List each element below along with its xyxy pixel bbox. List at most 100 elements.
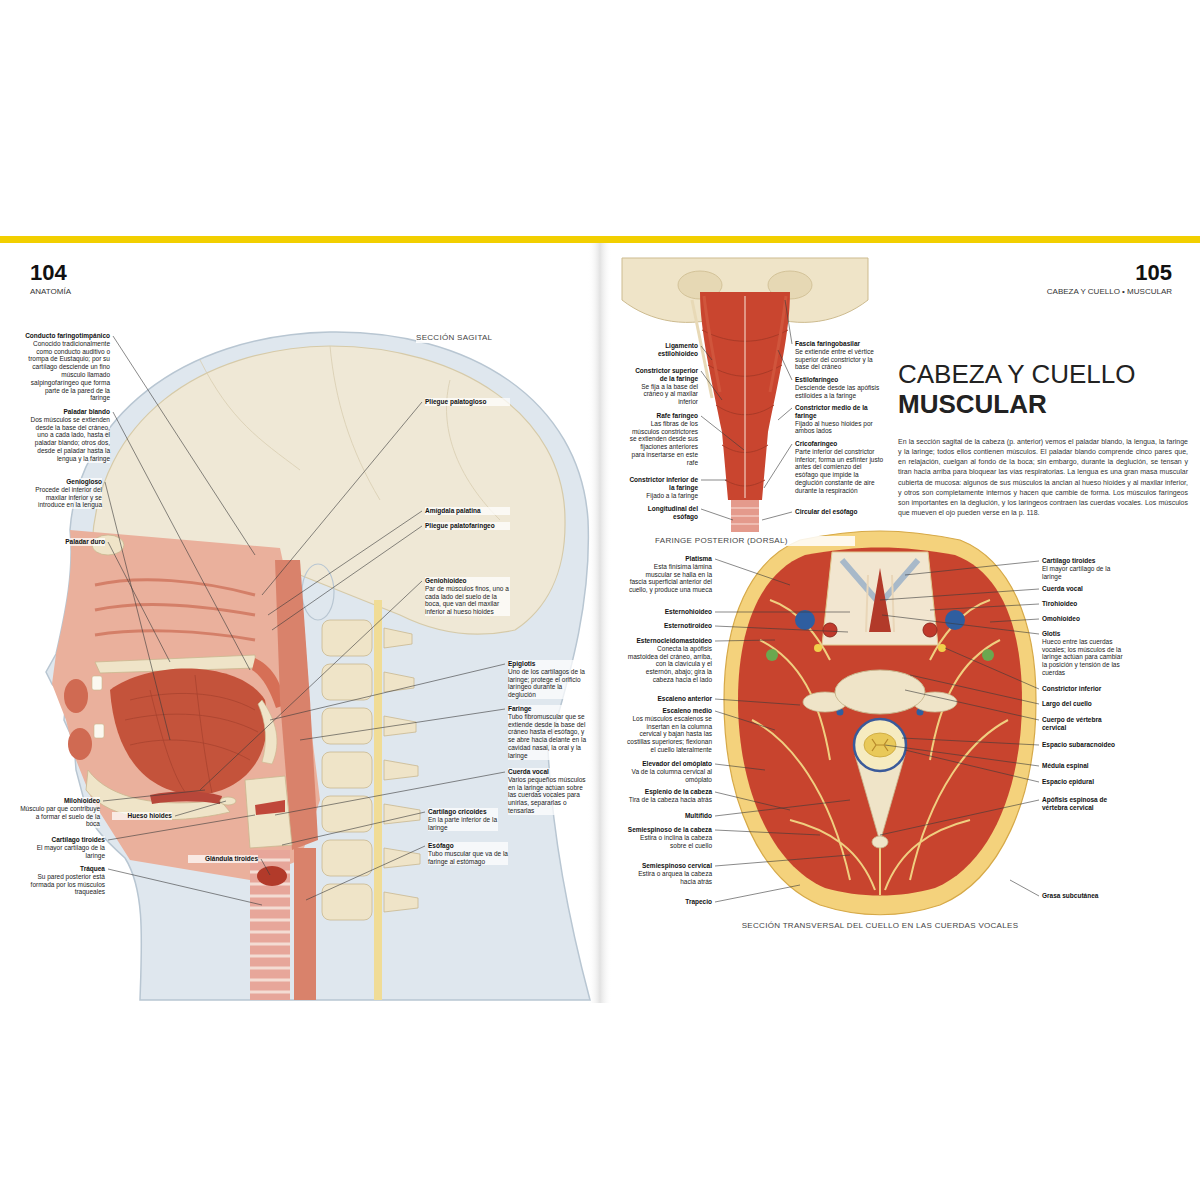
head-illustration-part: [110, 669, 267, 795]
leader-line: [715, 640, 775, 641]
neck-section-illustration-part: [866, 575, 894, 632]
callout: Cartílago cricoidesEn la parte inferior …: [428, 808, 498, 831]
callout-heading: Estilofaríngeo: [795, 376, 885, 384]
leader-line: [715, 800, 850, 816]
head-illustration-part: [322, 620, 372, 656]
callout-text: Par de músculos finos, uno a cada lado d…: [425, 585, 510, 616]
callout: Espacio subaracnoideo: [1042, 741, 1127, 749]
leader-line: [306, 846, 425, 900]
callout: Trapecio: [627, 898, 712, 906]
callout-heading: Esternohioideo: [627, 608, 712, 616]
callout-text: Dos músculos se extienden desde la base …: [25, 416, 110, 463]
callout: Constrictor superior de la faringeSe fij…: [628, 367, 698, 406]
callout: Conducto faringotimpánicoConocido tradic…: [25, 332, 110, 402]
callout-text: Varios pequeños músculos en la laringe a…: [508, 776, 588, 815]
callout: Apófisis espinosa de vértebra cervical: [1042, 796, 1127, 812]
head-illustration-part: [125, 675, 258, 793]
callout: Paladar duro: [25, 538, 105, 546]
head-illustration-part: [374, 600, 382, 1000]
callout-heading: Rafe faríngeo: [628, 412, 698, 420]
callout: Longitudinal del esófago: [628, 505, 698, 521]
leader-line: [1010, 880, 1039, 896]
callout-text: Su pared posterior está formada por los …: [25, 873, 105, 896]
callout-text: Esta finísima lámina muscular se halla e…: [627, 563, 712, 594]
page-frame: [0, 236, 1200, 1003]
callout: Constrictor medio de la faringeFijado al…: [795, 404, 885, 435]
callout-text: Tubo muscular que va de la faringe al es…: [428, 850, 508, 866]
callout-text: Conecta la apófisis mastoidea del cráneo…: [627, 645, 712, 684]
callout-heading: Semiespinoso de la cabeza: [627, 826, 712, 834]
callout-heading: Glándula tiroides: [188, 855, 258, 863]
callout-heading: Cartílago tiroides: [1042, 557, 1127, 565]
neck-section-illustration-part: [982, 649, 994, 661]
callout-heading: Amígdala palatina: [425, 507, 510, 515]
callout-heading: Cricofaríngeo: [795, 440, 885, 448]
leader-line: [108, 542, 170, 662]
leader-line: [113, 336, 255, 555]
callout-text: Se extiende entre el vértice superior de…: [795, 348, 885, 371]
pharynx-illustration-part: [731, 508, 759, 524]
leader-line: [300, 709, 505, 740]
leader-line: [930, 604, 1039, 610]
leader-line: [902, 738, 1039, 745]
leader-line: [715, 711, 775, 730]
leader-line: [762, 512, 792, 520]
neck-section-illustration-part: [923, 623, 937, 637]
callout-text: Se fija a la base del cráneo y al maxila…: [628, 383, 698, 406]
leader-line: [990, 619, 1039, 622]
callout-heading: Semiespinoso cervical: [627, 862, 712, 870]
view-caption: SECCIÓN TRANSVERSAL DEL CUELLO EN LAS CU…: [700, 921, 1060, 931]
neck-section-illustration-part: [795, 610, 815, 630]
callout-heading: Grasa subcutánea: [1042, 892, 1127, 900]
callout: CricofaríngeoParte inferior del constric…: [795, 440, 885, 495]
head-illustration-part: [64, 679, 88, 713]
view-caption: SECCIÓN SAGITAL: [416, 333, 556, 343]
callout-text: El mayor cartílago de la laringe: [25, 844, 105, 860]
page-frame-part: [0, 236, 1200, 243]
leader-line: [715, 612, 850, 613]
head-illustration-part: [46, 332, 590, 1000]
head-illustration-part: [94, 724, 104, 738]
head-illustration-part: [322, 840, 372, 876]
callout: Esplenio de la cabezaTira de la cabeza h…: [627, 788, 712, 804]
callout-text: Fijado al hueso hioides por ambos lados: [795, 420, 885, 436]
callout: Cuerpo de vértebra cervical: [1042, 716, 1127, 732]
leader-line: [275, 772, 505, 815]
callout-heading: Escaleno anterior: [627, 695, 712, 703]
callout-heading: Fascia faringobasilar: [795, 340, 885, 348]
callout: Semiespinoso de la cabezaEstira o inclin…: [627, 826, 712, 849]
callout-heading: Paladar duro: [25, 538, 105, 546]
callout: Esternohioideo: [627, 608, 712, 616]
callout-text: El mayor cartílago de la laringe: [1042, 565, 1127, 581]
callout-heading: Omohioideo: [1042, 615, 1127, 623]
head-illustration-part: [220, 797, 236, 805]
callout-heading: Ligamento estilohioideo: [628, 342, 698, 358]
leader-line: [764, 444, 792, 488]
callout-text: Estira o inclina la cabeza sobre el cuel…: [627, 834, 712, 850]
callout-text: Parte inferior del constrictor inferior;…: [795, 448, 885, 495]
callout-heading: Cuerda vocal: [508, 768, 588, 776]
leader-line: [701, 371, 722, 400]
callout-heading: Cuerda vocal: [1042, 585, 1127, 593]
callout-heading: Esófago: [428, 842, 508, 850]
callout-heading: Esternotiroideo: [627, 622, 712, 630]
callout-heading: Epiglotis: [508, 660, 588, 668]
head-illustration-part: [255, 800, 285, 815]
callout-heading: Espacio epidural: [1042, 778, 1127, 786]
leader-line: [715, 764, 765, 770]
callout: Hueso hioides: [112, 812, 172, 820]
head-illustration-part: [95, 580, 255, 640]
callout: Largo del cuello: [1042, 700, 1127, 708]
callout-heading: Largo del cuello: [1042, 700, 1127, 708]
callout: MilohioideoMúsculo par que contribuye a …: [20, 797, 100, 828]
callout-text: Va de la columna cervical al omóplato: [627, 768, 712, 784]
callout: Constrictor inferior de la faringeFijado…: [628, 476, 698, 499]
callout-heading: Multífido: [627, 812, 712, 820]
callout-heading: Circular del esófago: [795, 508, 885, 516]
leader-line: [108, 869, 262, 905]
neck-section-illustration-part: [835, 670, 925, 714]
callout: Elevador del omóplatoVa de la columna ce…: [627, 760, 712, 783]
head-illustration-part: [294, 848, 316, 1000]
callout: Médula espinal: [1042, 762, 1127, 770]
callout-heading: Tirohioideo: [1042, 600, 1127, 608]
